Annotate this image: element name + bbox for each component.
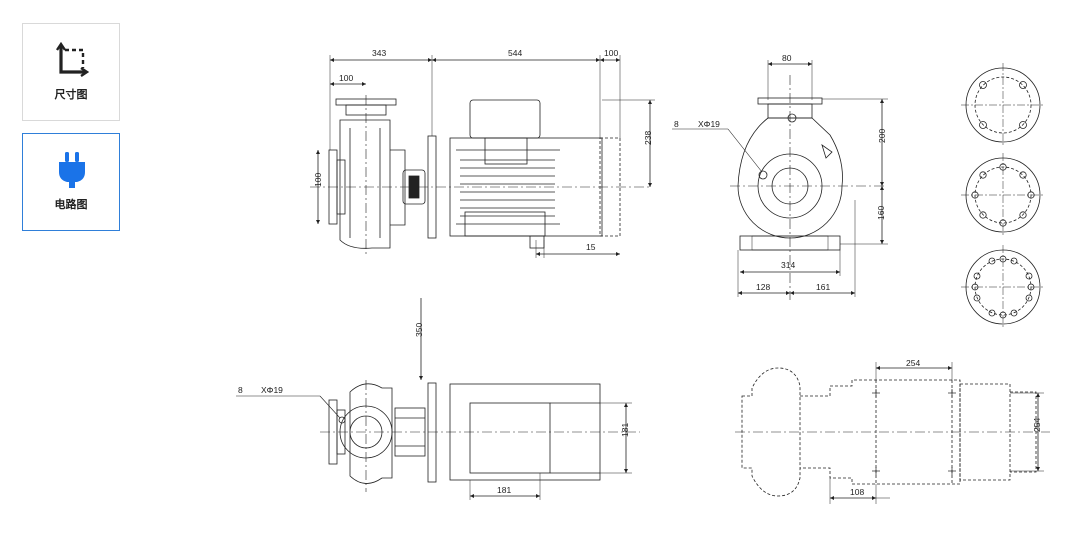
plan-bolt-count: 8 bbox=[238, 385, 243, 395]
plug-icon bbox=[59, 152, 85, 188]
dim-plan-height: 350 bbox=[414, 323, 424, 337]
dim-front-base-right: 161 bbox=[816, 282, 830, 292]
dim-top-overall-left: 343 bbox=[372, 48, 386, 58]
plan-bolt-hole: XΦ19 bbox=[261, 385, 283, 395]
dim-plan-motor-height: 181 bbox=[620, 423, 630, 437]
dim-foot-offset: 15 bbox=[586, 242, 596, 252]
dim-motor-height: 238 bbox=[643, 131, 653, 145]
tab-circuit-label: 电路图 bbox=[54, 199, 88, 211]
front-bolt-count: 8 bbox=[674, 119, 679, 129]
dim-base-side-height: 254 bbox=[1032, 418, 1042, 432]
front-bolt-hole: XΦ19 bbox=[698, 119, 720, 129]
dim-front-outlet-width: 80 bbox=[782, 53, 792, 63]
dimension-icon bbox=[56, 42, 89, 77]
dim-front-base-width: 314 bbox=[781, 260, 795, 270]
dim-plan-motor-foot: 181 bbox=[497, 485, 511, 495]
front-view bbox=[672, 60, 888, 300]
dim-side-inlet-height: 100 bbox=[313, 173, 323, 187]
dim-front-upper-height: 200 bbox=[877, 129, 887, 143]
dim-top-flange-width: 100 bbox=[339, 73, 353, 83]
flange-hole-patterns bbox=[961, 63, 1045, 329]
side-elevation-view bbox=[310, 55, 655, 258]
dim-top-overall-right: 100 bbox=[604, 48, 618, 58]
dim-base-bottom-offset: 108 bbox=[850, 487, 864, 497]
tab-circuit-drawing[interactable]: 电路图 bbox=[22, 133, 120, 231]
plan-view bbox=[236, 298, 640, 500]
tab-dimension-drawing[interactable]: 尺寸图 bbox=[22, 23, 120, 121]
dim-front-lower-height: 160 bbox=[876, 206, 886, 220]
tab-dimension-label: 尺寸图 bbox=[54, 89, 88, 101]
dim-top-overall-mid: 544 bbox=[508, 48, 522, 58]
base-plan-view bbox=[735, 367, 1050, 497]
dim-base-top-width: 254 bbox=[906, 358, 920, 368]
dim-front-base-left: 128 bbox=[756, 282, 770, 292]
base-plan-dims bbox=[829, 362, 1044, 504]
